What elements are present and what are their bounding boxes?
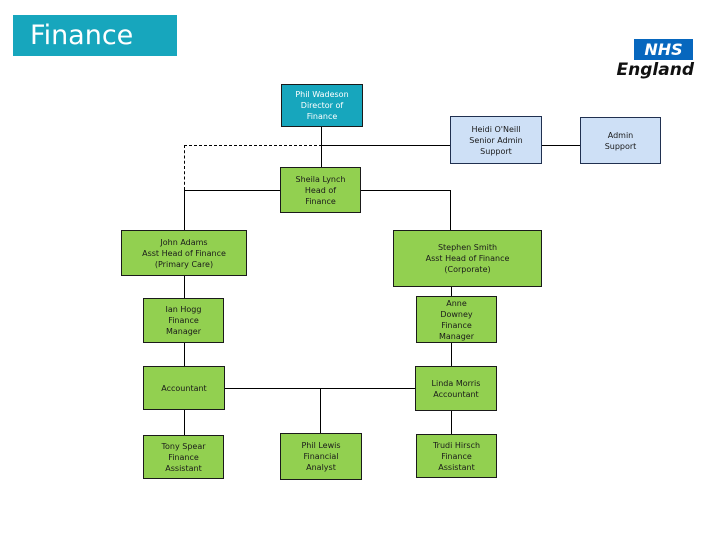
connector-heidi-to-admin [541, 145, 580, 146]
org-node-trudi-hirsch: Trudi Hirsch Finance Assistant [416, 434, 497, 478]
connector-to-phil-lewis [320, 388, 321, 433]
org-node-stephen-smith: Stephen Smith Asst Head of Finance (Corp… [393, 230, 542, 287]
org-node-ian-hogg: Ian Hogg Finance Manager [143, 298, 224, 343]
org-node-linda-morris: Linda Morris Accountant [415, 366, 497, 411]
connector-phil-to-sheila [321, 126, 322, 167]
connector-dashed-vertical [184, 145, 185, 190]
connector-accountant-to-tony [184, 409, 185, 435]
org-node-john-adams: John Adams Asst Head of Finance (Primary… [121, 230, 247, 276]
connector-john-to-ian [184, 275, 185, 298]
connector-to-john-adams [184, 190, 185, 230]
nhs-england-wordmark: England [616, 60, 694, 80]
connector-ian-to-accountant [184, 342, 185, 366]
connector-dashed-horizontal [184, 145, 322, 146]
org-node-accountant: Accountant [143, 366, 225, 410]
connector-to-stephen [450, 190, 451, 230]
org-node-heidi-oneill: Heidi O'Neill Senior Admin Support [450, 116, 542, 164]
connector-anne-to-linda [451, 342, 452, 366]
org-node-anne-downey: Anne Downey Finance Manager [416, 296, 497, 343]
connector-accountant-to-linda [224, 388, 415, 389]
org-node-sheila-lynch: Sheila Lynch Head of Finance [280, 167, 361, 213]
connector-sheila-to-stephen [360, 190, 451, 191]
connector-phil-to-heidi [322, 145, 450, 146]
page-title: Finance [13, 15, 177, 56]
org-node-phil-lewis: Phil Lewis Financial Analyst [280, 433, 362, 480]
connector-linda-to-trudi [451, 410, 452, 434]
connector-stephen-to-anne [451, 286, 452, 296]
org-node-phil-wadeson: Phil Wadeson Director of Finance [281, 84, 363, 127]
org-node-tony-spear: Tony Spear Finance Assistant [143, 435, 224, 479]
connector-sheila-left [184, 190, 280, 191]
org-node-admin-support: Admin Support [580, 117, 661, 164]
nhs-logo-icon: NHS [634, 39, 693, 60]
